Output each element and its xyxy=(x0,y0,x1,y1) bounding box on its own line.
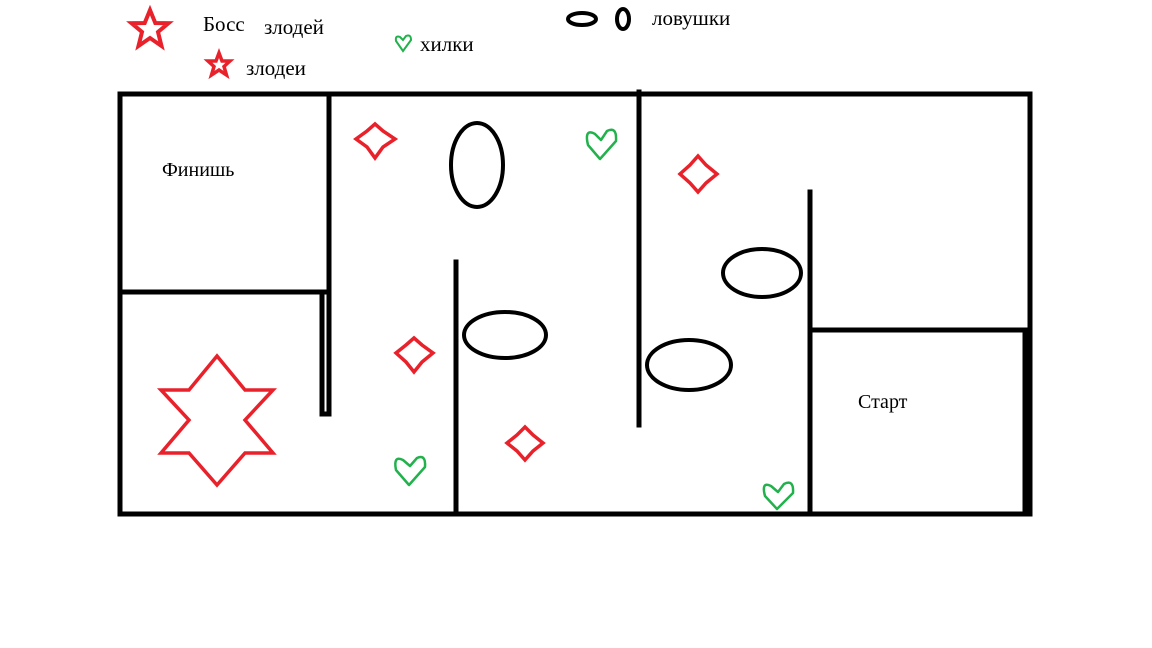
finish-room-label: Финишь xyxy=(162,159,235,181)
traps xyxy=(449,121,803,392)
legend-icons xyxy=(126,4,631,80)
legend-boss-label: Босс xyxy=(203,12,245,36)
start-room-label: Старт xyxy=(858,391,908,413)
boss xyxy=(156,353,278,488)
heal-heart-icon xyxy=(394,455,427,487)
villain-star-icon xyxy=(353,121,399,161)
boss-six-point-star-icon xyxy=(156,353,278,488)
legend-trap-label: ловушки xyxy=(652,6,731,30)
trap-ellipse-icon xyxy=(645,338,733,392)
legend-trap-ellipse-vertical-icon xyxy=(615,7,631,31)
heal-heart-icon xyxy=(585,128,618,161)
legend-heal-label: хилки xyxy=(420,32,474,56)
villain-star-icon xyxy=(393,335,436,375)
maze-walls xyxy=(117,89,1033,517)
villain-star-icon xyxy=(504,424,546,463)
outer-wall xyxy=(117,91,1033,517)
legend-boss-star-icon xyxy=(126,4,174,51)
legend-villain-star-icon xyxy=(203,48,235,80)
trap-ellipse-icon xyxy=(462,310,548,360)
villain-star-icon xyxy=(677,153,720,195)
legend-villain-label: злодеи xyxy=(246,56,306,80)
trap-ellipse-icon xyxy=(449,121,505,209)
legend-trap-ellipse-horizontal-icon xyxy=(566,11,598,27)
legend-boss-villain-label: злодей xyxy=(264,15,324,39)
trap-ellipse-icon xyxy=(721,247,803,299)
heals xyxy=(394,128,795,511)
villains xyxy=(353,121,720,463)
heal-heart-icon xyxy=(762,481,795,511)
legend-heal-heart-icon xyxy=(394,34,413,53)
